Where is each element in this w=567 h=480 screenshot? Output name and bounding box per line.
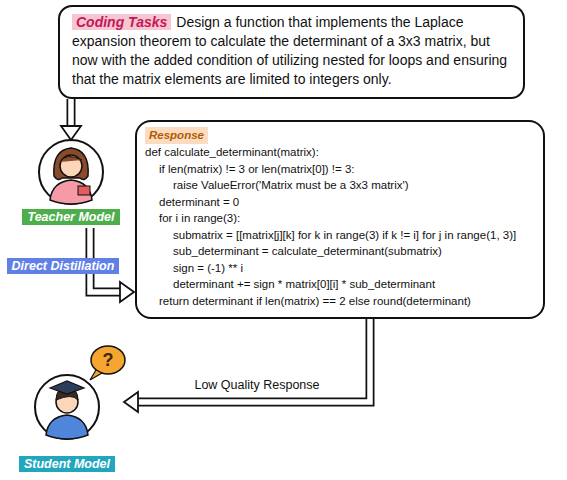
model-node: Student Model (12, 374, 122, 472)
bubble-tail (90, 370, 102, 380)
hollow-arrow (61, 99, 81, 140)
model-label: Teacher Model (22, 209, 119, 225)
arrow-inner (137, 319, 370, 402)
question-mark: ? (98, 350, 118, 370)
teacher-body (50, 180, 92, 204)
arrow-outline (137, 319, 370, 402)
response-tag-chip: Response (145, 127, 208, 144)
text-box: Coding TasksDesign a function that imple… (58, 5, 525, 99)
teacher-hair (54, 148, 88, 180)
student-icon (35, 375, 99, 439)
code-line: return determinant if len(matrix) == 2 e… (145, 293, 533, 310)
model-node: Teacher Model (16, 139, 126, 225)
task-tag: Coding Tasks (72, 14, 171, 30)
code-line: determinant = 0 (145, 194, 533, 211)
icon-space (16, 139, 126, 207)
model-label: Student Model (19, 456, 115, 472)
code-line: for i in range(3): (145, 210, 533, 227)
teacher-fringe (60, 156, 82, 162)
icon-space (12, 374, 122, 454)
code-line: submatrix = [[matrix[j][k] for k in rang… (145, 227, 533, 244)
code-line: sub_determinant = calculate_determinant(… (145, 243, 533, 260)
icon-circle (39, 140, 103, 204)
question-bubble (90, 346, 125, 380)
hollow-arrow (124, 319, 370, 412)
arrow-outline (67, 99, 76, 127)
student-cap (50, 381, 84, 394)
edge-label: Direct Distillation (7, 258, 120, 274)
student-body (46, 415, 88, 439)
code-line: raise ValueError('Matrix must be a 3x3 m… (145, 177, 533, 194)
arrow-head (124, 392, 138, 412)
arrow-inner (68, 99, 74, 127)
edge-label: Low Quality Response (191, 377, 322, 393)
teacher-book (78, 186, 90, 195)
code-line: if len(matrix) != 3 or len(matrix[0]) !=… (145, 161, 533, 178)
code-line: determinant += sign * matrix[0][i] * sub… (145, 276, 533, 293)
icon-circle (35, 375, 99, 439)
code-line: def calculate_determinant(matrix): (145, 144, 533, 161)
teacher-face (60, 155, 82, 177)
text-box: Responsedef calculate_determinant(matrix… (135, 120, 545, 319)
arrow-head (120, 282, 134, 302)
teacher-icon (39, 140, 103, 204)
code-line: sign = (-1) ** i (145, 260, 533, 277)
response-tag: Response (145, 127, 533, 144)
arrow-head (61, 126, 81, 140)
